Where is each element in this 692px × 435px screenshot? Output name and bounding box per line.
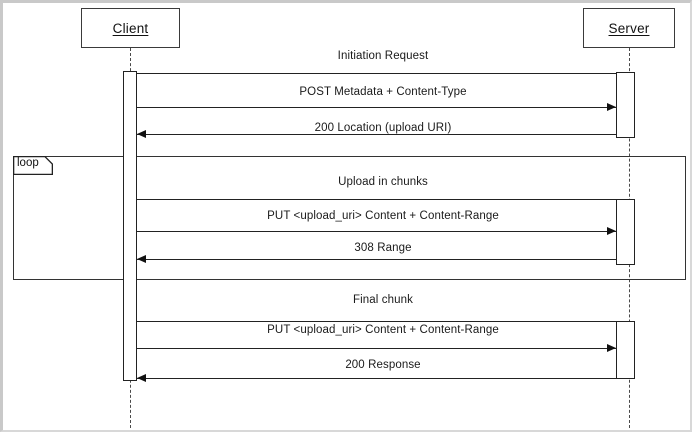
participant-server[interactable]: Server [583, 8, 675, 48]
client-activation [123, 71, 137, 381]
participant-label-client: Client [112, 20, 149, 36]
message-label-m3: 200 Location (upload URI) [314, 122, 452, 134]
arrowhead-m2 [607, 103, 616, 111]
server-activation-2 [616, 199, 635, 265]
message-label-m2: POST Metadata + Content-Type [299, 86, 467, 98]
message-line-m7 [137, 321, 616, 322]
server-activation-1 [616, 72, 635, 138]
arrowhead-m3 [137, 130, 146, 138]
message-line-m8 [137, 348, 616, 349]
fragment-operator-tab: loop [13, 156, 53, 175]
fragment-operator-label: loop [17, 157, 39, 169]
activations-layer [3, 3, 692, 435]
message-line-m3 [137, 134, 616, 135]
fragments-layer: loop [3, 3, 692, 435]
arrowhead-m5 [607, 227, 616, 235]
message-line-m5 [137, 231, 616, 232]
loop-fragment [13, 156, 686, 280]
arrowhead-m8 [607, 344, 616, 352]
message-line-m4 [137, 199, 616, 200]
arrowhead-m9 [137, 374, 146, 382]
message-line-m2 [137, 107, 616, 108]
message-label-m1: Initiation Request [337, 50, 429, 62]
message-label-m8: PUT <upload_uri> Content + Content-Range [267, 324, 499, 336]
messages-layer [3, 3, 692, 435]
message-label-m7: Final chunk [353, 294, 413, 306]
arrowhead-m6 [137, 255, 146, 263]
message-label-m4: Upload in chunks [338, 176, 428, 188]
participant-client[interactable]: Client [81, 8, 180, 48]
server-activation-3 [616, 321, 635, 379]
message-label-m6: 308 Range [354, 242, 412, 254]
message-line-m9 [137, 378, 616, 379]
participants-layer: Client Server [3, 3, 692, 435]
message-label-m9: 200 Response [345, 359, 421, 371]
message-label-m5: PUT <upload_uri> Content + Content-Range [267, 210, 499, 222]
message-line-m6 [137, 259, 616, 260]
message-line-m1 [137, 73, 616, 74]
participant-label-server: Server [608, 20, 650, 36]
